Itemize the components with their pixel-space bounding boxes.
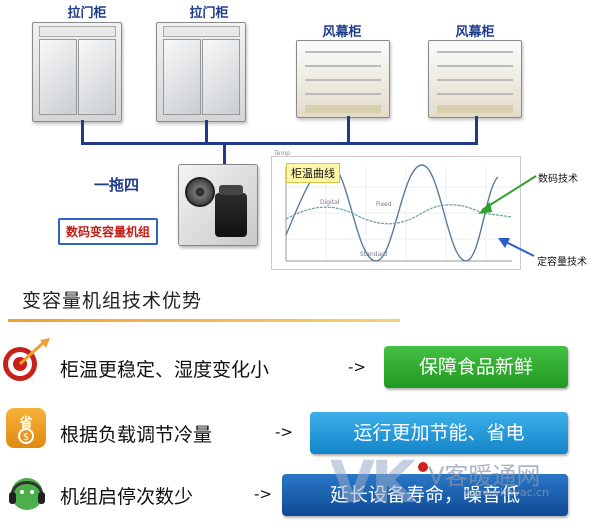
benefit-arrow-1: -> (348, 358, 366, 376)
digital-capacity-curve (285, 204, 513, 225)
connector-line (347, 116, 350, 144)
section-underline (8, 319, 400, 322)
chart-small-label: Standard (360, 251, 388, 258)
cabinet-label-2: 拉门柜 (189, 6, 229, 21)
bus-line (81, 142, 478, 145)
chart-title: 柜温曲线 (286, 163, 340, 183)
unit-name-box: 数码变容量机组 (58, 218, 159, 245)
benefit-text-3: 机组启停次数少 (60, 486, 194, 508)
unit-title: 一拖四 (94, 176, 140, 194)
connector-line (205, 120, 208, 144)
cabinet-label-1: 拉门柜 (67, 6, 107, 21)
headphones-icon (6, 472, 48, 514)
benefit-text-1: 柜温更稳定、湿度变化小 (60, 359, 270, 381)
open-cabinet-image (296, 40, 390, 118)
benefit-arrow-2: -> (275, 423, 293, 441)
chart-small-label: Digital (320, 199, 340, 206)
savings-icon: 省 $ (6, 408, 46, 448)
benefit-text-2: 根据负载调节冷量 (60, 424, 213, 446)
annotation-fixed: 定容量技术 (537, 257, 587, 268)
open-cabinet-image (428, 40, 522, 118)
door-cabinet-image (32, 22, 122, 122)
annotation-arrows (478, 175, 537, 257)
condensing-unit-image (178, 164, 258, 246)
chart-small-label: Fixed (376, 201, 392, 208)
watermark-url: www.vkhvac.cn (464, 486, 550, 499)
benefit-pill-2: 运行更加节能、省电 (310, 412, 568, 454)
benefit-pill-1: 保障食品新鲜 (384, 346, 568, 388)
cabinet-label-3: 风幕柜 (322, 25, 362, 40)
door-cabinet-image (156, 22, 246, 122)
benefit-arrow-3: -> (254, 485, 272, 503)
watermark-name: V客暖通网 (428, 462, 541, 490)
watermark-dot (418, 462, 428, 472)
unit-connector-line (223, 142, 226, 166)
chart-axis-label: Temp (274, 150, 290, 157)
target-icon (0, 336, 52, 384)
connector-line (475, 116, 478, 144)
connector-line (81, 120, 84, 144)
benefit-pill-3: 延长设备寿命，噪音低 (282, 474, 568, 516)
temperature-chart-svg (285, 164, 513, 262)
watermark-logo: VK (330, 448, 416, 516)
annotation-digital: 数码技术 (538, 174, 578, 185)
cabinet-label-4: 风幕柜 (455, 25, 495, 40)
section-title: 变容量机组技术优势 (22, 290, 203, 312)
